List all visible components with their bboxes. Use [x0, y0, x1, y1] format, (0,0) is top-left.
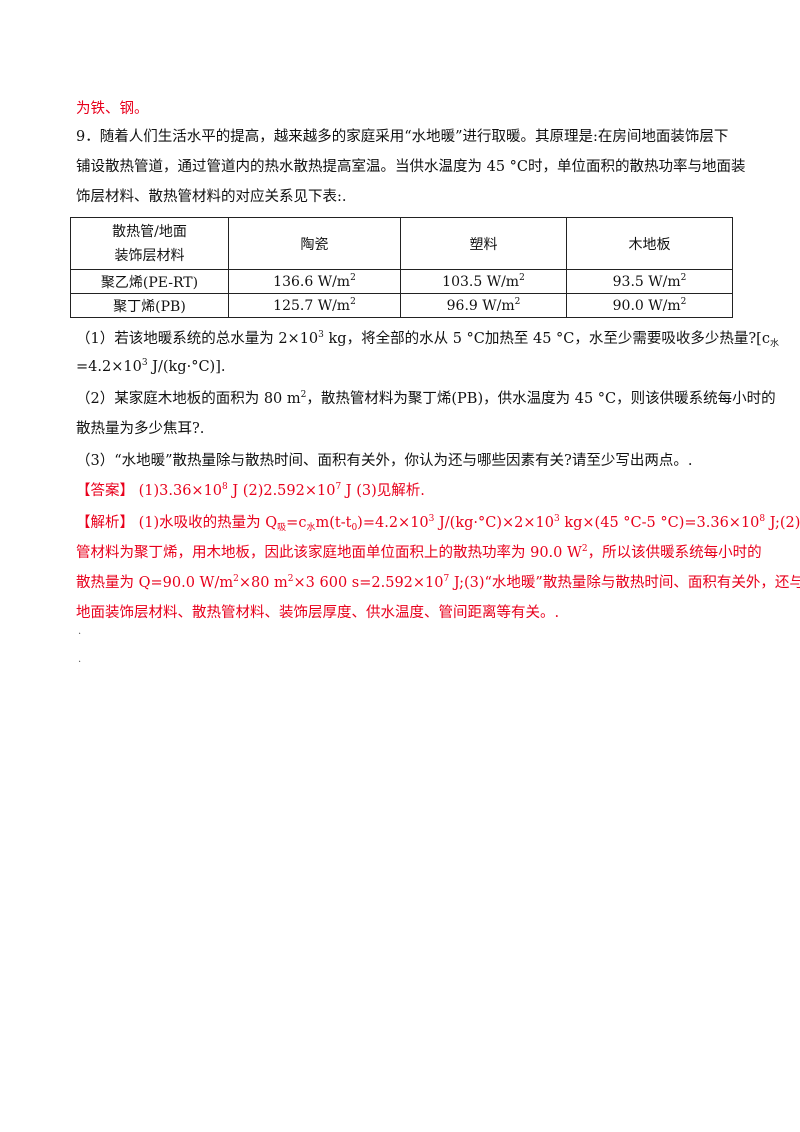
question-line-1: 9．随着人们生活水平的提高，越来越多的家庭采用“水地暖”进行取暖。其原理是:在房… — [76, 129, 729, 145]
column-header: 陶瓷 — [228, 217, 401, 270]
table-cell: 93.5 W/m2 — [566, 269, 733, 294]
analysis-line-4: 地面装饰层材料、散热管材料、装饰层厚度、供水温度、管间距离等有关。. — [76, 605, 560, 621]
table-cell: 125.7 W/m2 — [228, 293, 401, 318]
analysis-tag: 【解析】 — [76, 515, 134, 531]
trailing-mark: . — [78, 626, 82, 637]
table-cell: 103.5 W/m2 — [400, 269, 567, 294]
trailing-mark: . — [78, 654, 82, 665]
column-header: 木地板 — [566, 217, 733, 270]
row-label: 聚丁烯(PB) — [70, 293, 229, 318]
column-header: 塑料 — [400, 217, 567, 270]
sub-question-2-line-2: 散热量为多少焦耳?. — [76, 421, 205, 437]
sub-question-1-line-1: （1）若该地暖系统的总水量为 2×103 kg，将全部的水从 5 °C加热至 4… — [76, 330, 779, 349]
header-line-2: 装饰层材料 — [114, 247, 185, 264]
sub-question-2-line-1: （2）某家庭木地板的面积为 80 m2，散热管材料为聚丁烯(PB)，供水温度为 … — [76, 390, 776, 408]
sub-question-1-line-2: =4.2×103 J/(kg·°C)]. — [76, 358, 226, 376]
table-corner-header: 散热管/地面 装饰层材料 — [70, 217, 229, 270]
table-cell: 90.0 W/m2 — [566, 293, 733, 318]
answer-line: 【答案】 (1)3.36×108 J (2)2.592×107 J (3)见解析… — [76, 482, 425, 500]
row-label: 聚乙烯(PE-RT) — [70, 269, 229, 294]
table-cell: 96.9 W/m2 — [400, 293, 567, 318]
analysis-line-2: 管材料为聚丁烯，用木地板，因此该家庭地面单位面积上的散热功率为 90.0 W2，… — [76, 544, 762, 562]
question-line-3: 饰层材料、散热管材料的对应关系见下表:. — [76, 189, 347, 205]
table-header-row: 散热管/地面 装饰层材料 陶瓷 塑料 木地板 — [70, 217, 733, 270]
question-line-2: 铺设散热管道，通过管道内的热水散热提高室温。当供水温度为 45 °C时，单位面积… — [76, 159, 746, 175]
analysis-line-3: 散热量为 Q=90.0 W/m2×80 m2×3 600 s=2.592×107… — [76, 574, 800, 592]
table-row: 聚丁烯(PB) 125.7 W/m2 96.9 W/m2 90.0 W/m2 — [70, 293, 733, 318]
intro-text: 为铁、钢。 — [76, 101, 149, 117]
analysis-line-1: 【解析】 (1)水吸收的热量为 Q吸=c水m(t-t0)=4.2×103 J/(… — [76, 514, 800, 533]
heat-dissipation-table: 散热管/地面 装饰层材料 陶瓷 塑料 木地板 聚乙烯(PE-RT) 136.6 … — [70, 217, 733, 318]
table-cell: 136.6 W/m2 — [228, 269, 401, 294]
sub-question-3: （3）“水地暖”散热量除与散热时间、面积有关外，你认为还与哪些因素有关?请至少写… — [76, 453, 693, 469]
header-line-1: 散热管/地面 — [112, 223, 187, 240]
table-row: 聚乙烯(PE-RT) 136.6 W/m2 103.5 W/m2 93.5 W/… — [70, 269, 733, 294]
answer-tag: 【答案】 — [76, 483, 134, 499]
